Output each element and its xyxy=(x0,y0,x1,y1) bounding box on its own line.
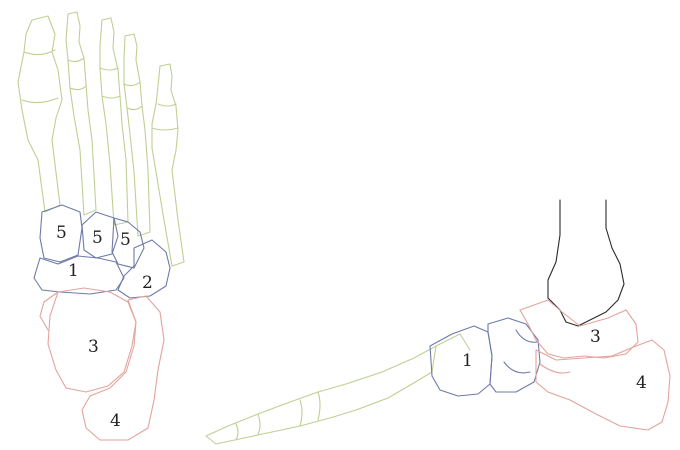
label-top-calcaneus: 4 xyxy=(110,411,121,431)
label-top-talus: 3 xyxy=(88,337,99,357)
label-side-navicular: 1 xyxy=(462,351,473,371)
label-side-calcaneus: 4 xyxy=(636,373,647,393)
label-top-cuneiform-c: 5 xyxy=(120,230,131,250)
label-top-cuneiform-b: 5 xyxy=(92,228,103,248)
midfoot-bones-side xyxy=(430,318,540,396)
foot-top-view: 5 5 5 1 2 3 4 xyxy=(18,12,184,440)
label-top-navicular: 1 xyxy=(68,261,79,281)
label-side-talus: 3 xyxy=(590,327,601,347)
tibia-side xyxy=(548,200,624,326)
foot-side-view: 1 3 4 xyxy=(206,200,670,444)
label-top-cuboid: 2 xyxy=(142,273,153,293)
label-top-cuneiform-a: 5 xyxy=(56,223,67,243)
hindfoot-bones-top xyxy=(40,288,164,440)
hindfoot-bones-side xyxy=(520,300,670,430)
